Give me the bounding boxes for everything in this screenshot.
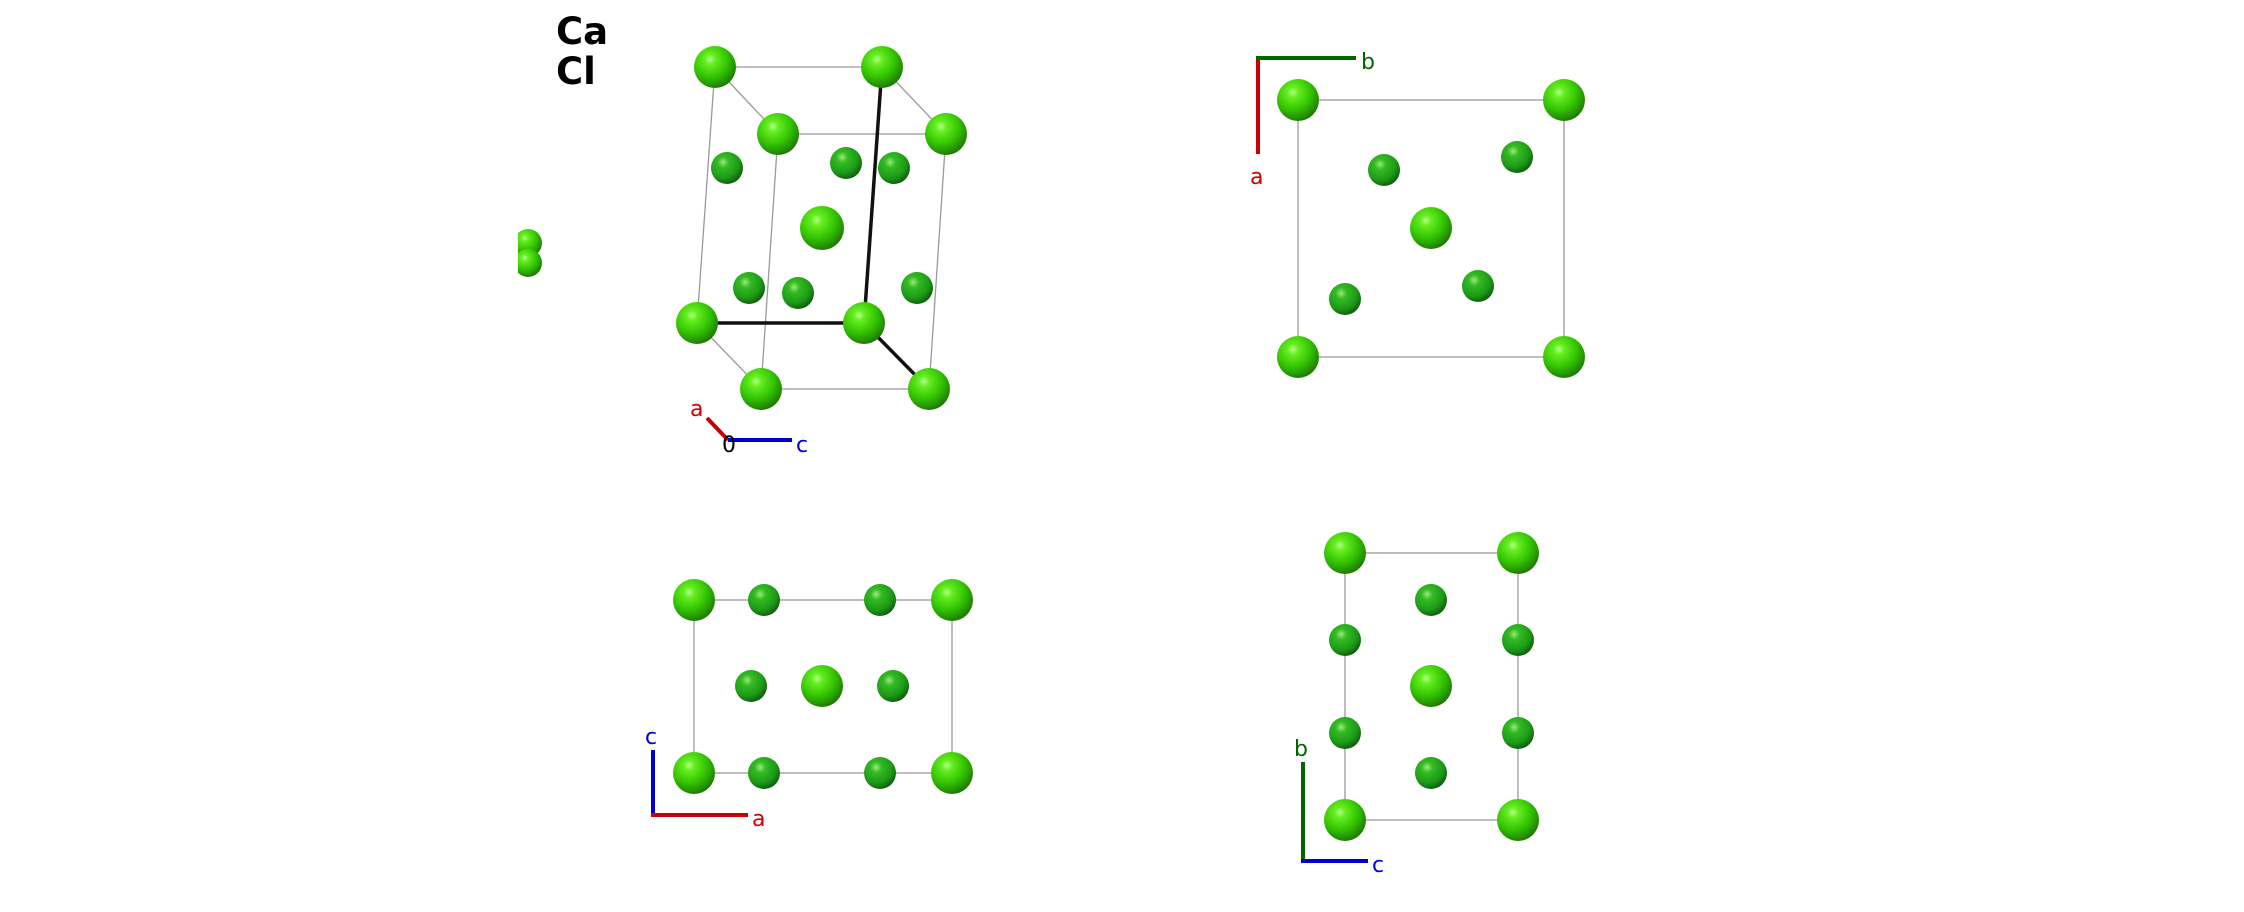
cl-atom [748, 584, 780, 616]
axis-label-a: a [690, 397, 703, 422]
ca-atom [673, 752, 715, 794]
cl-atom [878, 152, 910, 184]
legend-element-ca: Ca [556, 10, 608, 53]
ca-atom [925, 113, 967, 155]
ca-atom [908, 368, 950, 410]
ca-atom [861, 46, 903, 88]
atoms-back [711, 147, 933, 309]
ca-atom [1543, 336, 1585, 378]
cl-atom [748, 757, 780, 789]
cl-atom [864, 757, 896, 789]
atom [514, 249, 542, 277]
cl-atom [1502, 624, 1534, 656]
axis-triad-along-c: b a [1250, 50, 1375, 190]
along-a-view: b c [1294, 532, 1539, 878]
ca-atom [676, 302, 718, 344]
cl-atom [1368, 154, 1400, 186]
ca-atom [1497, 532, 1539, 574]
cl-atom [735, 670, 767, 702]
axis-triad-perspective: a 0 c [690, 397, 808, 458]
axis-label-b: b [1361, 50, 1375, 75]
cl-atom [830, 147, 862, 179]
axis-label-origin: 0 [722, 433, 736, 458]
element-legend: Ca Cl [556, 10, 608, 93]
axis-triad-along-a: b c [1294, 737, 1384, 878]
cl-atom [782, 277, 814, 309]
atoms [1277, 79, 1585, 378]
cl-atom [1329, 624, 1361, 656]
ca-atom [800, 206, 844, 250]
ca-atom [1410, 207, 1452, 249]
ca-atom [1543, 79, 1585, 121]
axis-label-c: c [796, 433, 808, 458]
atoms [673, 579, 973, 794]
axis-label-c: c [1372, 853, 1384, 878]
ca-atom [757, 113, 799, 155]
ca-atom [1277, 336, 1319, 378]
edge-atoms [500, 220, 542, 280]
along-b-view: c a [645, 579, 973, 832]
ca-atom [931, 579, 973, 621]
cl-atom [1329, 717, 1361, 749]
perspective-view: a 0 c [676, 46, 967, 458]
ca-atom [1324, 799, 1366, 841]
ca-atom [843, 302, 885, 344]
ca-atom [740, 368, 782, 410]
ca-atom [694, 46, 736, 88]
axis-label-a: a [752, 807, 765, 832]
atoms-corners [676, 46, 967, 410]
cl-atom [1502, 717, 1534, 749]
cl-atom [1329, 283, 1361, 315]
ca-atom [1497, 799, 1539, 841]
unit-cell-edges [693, 599, 953, 774]
clip-mask [500, 220, 518, 280]
cl-atom [1501, 141, 1533, 173]
cl-atom [1462, 270, 1494, 302]
axis-label-c: c [645, 725, 657, 750]
ca-atom [673, 579, 715, 621]
cl-atom [864, 584, 896, 616]
atom [514, 229, 542, 257]
axis-label-b: b [1294, 737, 1308, 762]
ca-atom [931, 752, 973, 794]
axis-triad-along-b: c a [645, 725, 765, 832]
legend-element-cl: Cl [556, 50, 596, 93]
cl-atom [711, 152, 743, 184]
cl-atom [901, 272, 933, 304]
ca-atom [1277, 79, 1319, 121]
ca-atom [801, 665, 843, 707]
unit-cell-edges [1344, 552, 1519, 821]
atoms [1324, 532, 1539, 841]
ca-atom [1324, 532, 1366, 574]
cl-atom [877, 670, 909, 702]
cl-atom [733, 272, 765, 304]
axis-label-a: a [1250, 165, 1263, 190]
cl-atom [1415, 584, 1447, 616]
ca-atom [1410, 665, 1452, 707]
cl-atom [1415, 757, 1447, 789]
unit-cell-edges [1297, 99, 1565, 358]
along-c-view: b a [1250, 50, 1585, 378]
